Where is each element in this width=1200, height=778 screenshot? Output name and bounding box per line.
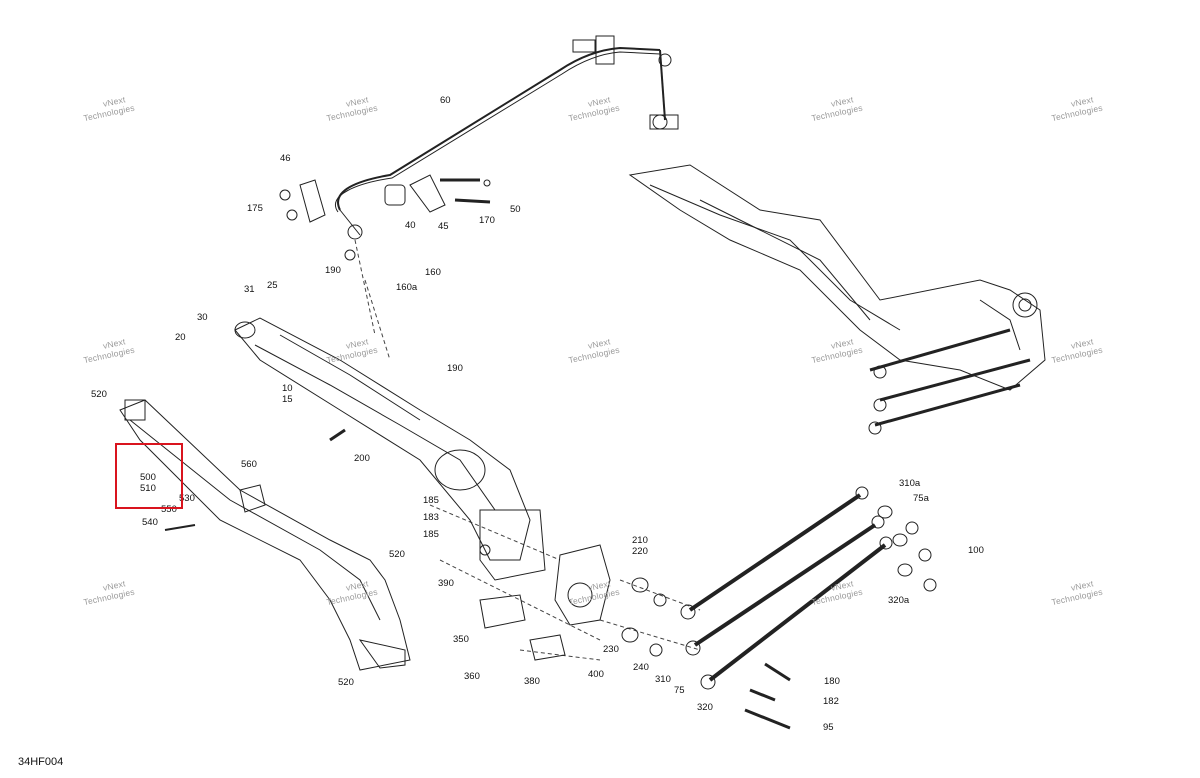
callout-320a[interactable]: 320a <box>888 595 910 606</box>
callout-310a[interactable]: 310a <box>899 478 921 489</box>
knuckle-210 <box>480 545 666 660</box>
callout-520-bottom[interactable]: 520 <box>338 677 354 688</box>
callout-550[interactable]: 550 <box>161 504 177 515</box>
callout-185-top[interactable]: 185 <box>423 495 439 506</box>
callout-15[interactable]: 15 <box>282 394 293 405</box>
callout-240[interactable]: 240 <box>633 662 649 673</box>
callout-540[interactable]: 540 <box>142 517 158 528</box>
callout-530[interactable]: 530 <box>179 493 195 504</box>
callout-510[interactable]: 510 <box>140 483 156 494</box>
callout-380[interactable]: 380 <box>524 676 540 687</box>
callout-30[interactable]: 30 <box>197 312 208 323</box>
callout-60[interactable]: 60 <box>440 95 451 106</box>
trailing-arm-500 <box>120 400 410 670</box>
callout-350[interactable]: 350 <box>453 634 469 645</box>
lateral-links <box>681 487 936 728</box>
callout-175[interactable]: 175 <box>247 203 263 214</box>
callout-20[interactable]: 20 <box>175 332 186 343</box>
callout-520-top[interactable]: 520 <box>91 389 107 400</box>
stabilizer-bar <box>335 36 678 239</box>
callout-180[interactable]: 180 <box>824 676 840 687</box>
callout-100[interactable]: 100 <box>968 545 984 556</box>
trailing-arm-assembled <box>630 165 1045 434</box>
callout-10[interactable]: 10 <box>282 383 293 394</box>
callout-95[interactable]: 95 <box>823 722 834 733</box>
callout-360[interactable]: 360 <box>464 671 480 682</box>
callout-170[interactable]: 170 <box>479 215 495 226</box>
figure-id: 34HF004 <box>18 756 64 768</box>
callout-400[interactable]: 400 <box>588 669 604 680</box>
callout-75[interactable]: 75 <box>674 685 685 696</box>
callout-390[interactable]: 390 <box>438 578 454 589</box>
callout-500-510[interactable]: 500 510 <box>140 472 156 494</box>
callout-190-top[interactable]: 190 <box>325 265 341 276</box>
callout-160[interactable]: 160 <box>425 267 441 278</box>
callout-45[interactable]: 45 <box>438 221 449 232</box>
highlight-box <box>115 443 183 509</box>
callout-200[interactable]: 200 <box>354 453 370 464</box>
callout-46[interactable]: 46 <box>280 153 291 164</box>
callout-190-mid[interactable]: 190 <box>447 363 463 374</box>
callout-182[interactable]: 182 <box>823 696 839 707</box>
callout-183[interactable]: 183 <box>423 512 439 523</box>
callout-220[interactable]: 220 <box>632 546 648 557</box>
assembly-guide-lines <box>355 240 700 660</box>
callout-50[interactable]: 50 <box>510 204 521 215</box>
callout-75a[interactable]: 75a <box>913 493 929 504</box>
callout-520-mid[interactable]: 520 <box>389 549 405 560</box>
callout-31[interactable]: 31 <box>244 284 255 295</box>
callout-320[interactable]: 320 <box>697 702 713 713</box>
callout-40[interactable]: 40 <box>405 220 416 231</box>
callout-210[interactable]: 210 <box>632 535 648 546</box>
callout-500[interactable]: 500 <box>140 472 156 483</box>
callout-185-bottom[interactable]: 185 <box>423 529 439 540</box>
callout-310[interactable]: 310 <box>655 674 671 685</box>
bracket-46 <box>280 175 490 260</box>
callout-230[interactable]: 230 <box>603 644 619 655</box>
callout-25[interactable]: 25 <box>267 280 278 291</box>
callout-560[interactable]: 560 <box>241 459 257 470</box>
callout-160a[interactable]: 160a <box>396 282 418 293</box>
trailing-arm-10 <box>235 318 545 580</box>
